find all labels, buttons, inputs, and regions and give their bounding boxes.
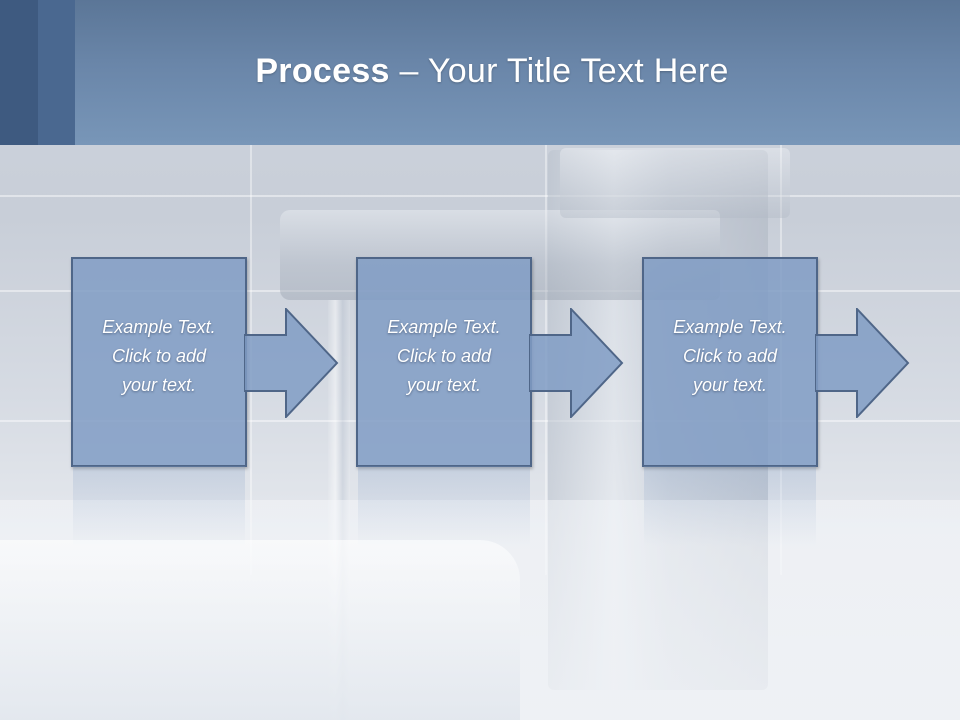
tile-grout-line [0, 195, 960, 197]
process-step-1-text[interactable]: Example Text. Click to add your text. [102, 317, 216, 395]
faucet-handle [560, 148, 790, 218]
sink-basin-edge [0, 540, 520, 720]
slide-title-bold: Process [255, 52, 390, 90]
process-step-2[interactable]: Example Text. Click to add your text. [356, 257, 532, 467]
process-step-3[interactable]: Example Text. Click to add your text. [642, 257, 818, 467]
process-step-3-reflection [644, 466, 816, 546]
slide-title-rest: – Your Title Text Here [389, 52, 729, 90]
header-accent-stripe [38, 0, 75, 145]
right-arrow-icon [529, 308, 624, 418]
process-step-1-reflection [73, 466, 245, 546]
process-step-2-reflection [358, 466, 530, 546]
title-bar: Process – Your Title Text Here [0, 0, 960, 145]
right-arrow-icon [244, 308, 339, 418]
slide-title[interactable]: Process – Your Title Text Here [0, 52, 960, 91]
right-arrow-icon [815, 308, 910, 418]
process-step-1[interactable]: Example Text. Click to add your text. [71, 257, 247, 467]
process-step-2-text[interactable]: Example Text. Click to add your text. [387, 317, 501, 395]
process-step-3-text[interactable]: Example Text. Click to add your text. [673, 317, 787, 395]
header-accent-stripe [0, 0, 38, 145]
